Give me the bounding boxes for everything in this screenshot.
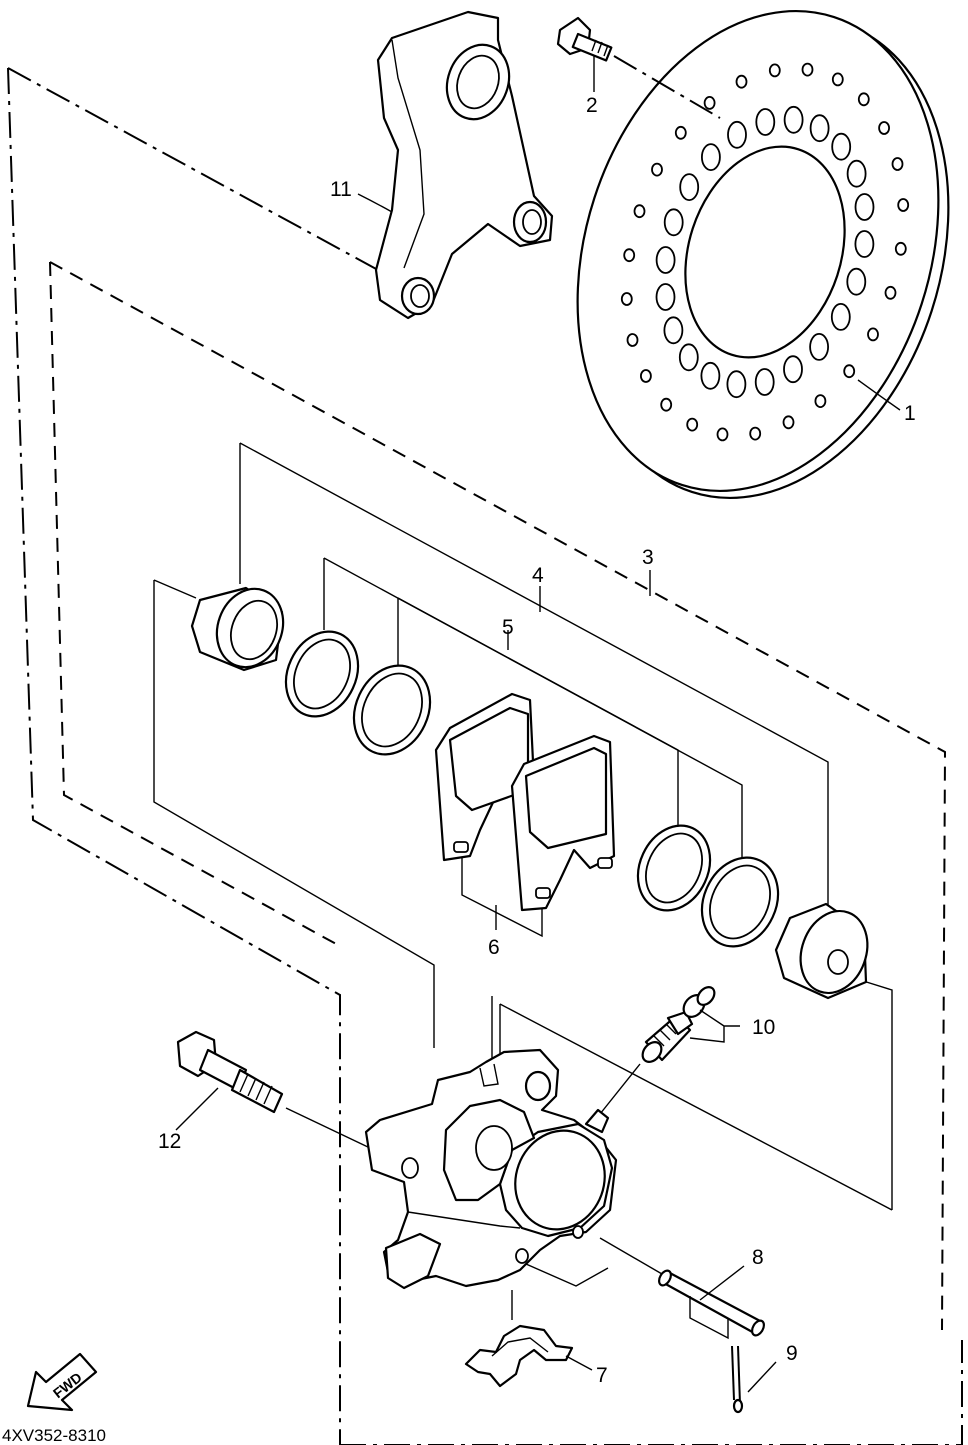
forward-arrow-icon: FWD (26, 1352, 98, 1412)
disc-hole (846, 159, 867, 188)
callout-9: 9 (786, 1342, 798, 1365)
disc-hole (663, 316, 684, 345)
bolt-icon (556, 16, 721, 119)
disc-hole (735, 74, 748, 89)
disc-hole (679, 173, 700, 202)
disc-hole (809, 332, 829, 361)
callout-6: 6 (488, 936, 500, 959)
caliper-bracket-icon (374, 10, 554, 320)
clip-icon (731, 1345, 777, 1414)
assembly-3-boundary (49, 261, 947, 1331)
disc-hole (831, 132, 852, 161)
disc-hole (854, 193, 875, 221)
leader-lines (357, 56, 901, 930)
disc-hole (891, 157, 904, 171)
disc-hole (830, 302, 851, 331)
disc-hole (678, 343, 699, 372)
pad-pin-icon (599, 1237, 765, 1340)
disc-hole (755, 108, 776, 136)
callout-12: 12 (158, 1130, 181, 1153)
piston-right-icon (774, 902, 869, 1000)
disc-hole (897, 198, 910, 212)
disc-hole (701, 143, 721, 172)
disc-hole (633, 204, 646, 219)
callout-1: 1 (904, 402, 916, 425)
callout-4: 4 (532, 564, 544, 587)
group-bracket-lines (153, 442, 893, 1211)
disc-hole (703, 96, 716, 110)
disc-hole (846, 267, 867, 296)
caliper-body-icon (364, 1048, 618, 1320)
callout-5: 5 (502, 616, 514, 639)
brake-disc-icon (576, 9, 950, 500)
disc-hole (867, 327, 879, 342)
disc-hole (620, 292, 633, 306)
disc-hole (640, 369, 652, 383)
disc-hole (831, 72, 844, 87)
disc-hole (783, 105, 804, 134)
disc-hole (727, 120, 747, 149)
callout-11: 11 (330, 178, 352, 201)
disc-hole (674, 125, 687, 140)
disc-hole (716, 427, 729, 442)
disc-hole (754, 368, 775, 396)
caliper-bolt-icon (175, 1030, 284, 1131)
disc-hole (749, 426, 762, 441)
disc-hole (878, 121, 890, 135)
disc-hole (884, 285, 897, 300)
disc-hole (782, 415, 795, 430)
disc-hole (651, 162, 663, 177)
callout-10: 10 (752, 1016, 775, 1039)
brake-pad-icon (434, 692, 616, 912)
disc-hole (623, 248, 636, 263)
diagram-part-code: 4XV352-8310 (2, 1426, 106, 1445)
outer-group-boundary (7, 67, 963, 1445)
disc-hole (809, 114, 830, 143)
callout-8: 8 (752, 1246, 764, 1269)
disc-hole (663, 208, 684, 237)
disc-hole (894, 241, 907, 256)
piston-seal-right-icon (636, 824, 712, 912)
piston-seal-icon (284, 630, 360, 718)
bleed-screw-icon (599, 986, 740, 1115)
dust-seal-icon (352, 664, 432, 756)
disc-hole (655, 283, 676, 311)
callout-3: 3 (642, 546, 654, 569)
disc-hole (801, 62, 814, 77)
disc-hole (857, 92, 870, 107)
disc-hole (814, 394, 827, 409)
disc-hole (655, 246, 676, 274)
callout-7: 7 (596, 1364, 608, 1387)
disc-hole (700, 361, 721, 390)
pad-spring-icon (464, 1324, 593, 1388)
callout-2: 2 (586, 94, 598, 117)
callout-labels: 1 2 3 4 5 6 7 8 9 10 11 12 (158, 94, 916, 1387)
piston-icon (190, 586, 285, 672)
disc-hole (768, 63, 781, 78)
disc-hole (843, 364, 856, 379)
dust-seal-right-icon (700, 856, 780, 948)
disc-hole (783, 355, 803, 384)
disc-hole (726, 370, 747, 399)
disc-hole (626, 333, 639, 347)
disc-hole (686, 417, 699, 432)
disc-hole (854, 230, 875, 258)
disc-hole (660, 397, 673, 412)
